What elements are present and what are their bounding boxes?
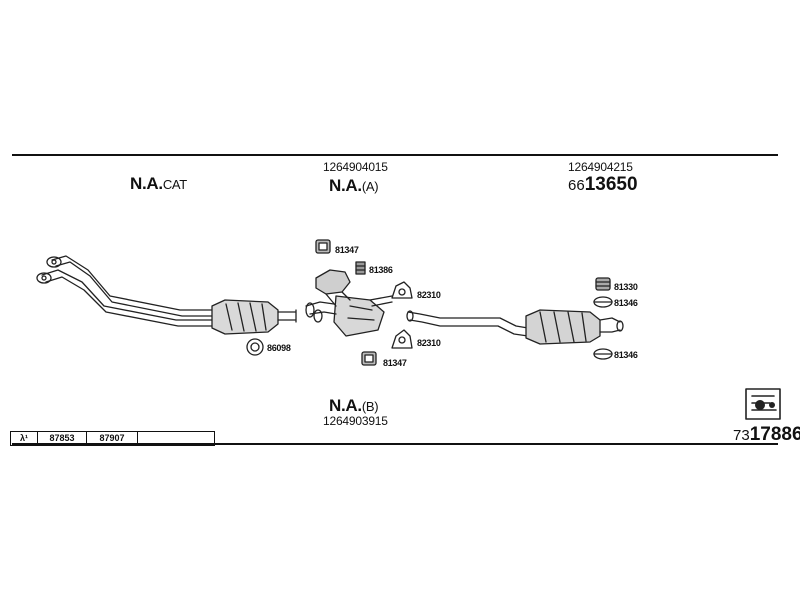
part-label-86098: 86098 — [267, 343, 291, 353]
lambda-cell-1: 87853 — [38, 432, 87, 445]
center-code: 1264904015 — [323, 160, 388, 174]
part-label-81347-bottom: 81347 — [383, 358, 407, 368]
gasket-86098 — [246, 338, 264, 356]
part-label-81330: 81330 — [614, 282, 638, 292]
clamp-81347-bottom — [361, 351, 377, 366]
clamp-81346-bottom — [593, 348, 613, 360]
part-label-81346-bottom: 81346 — [614, 350, 638, 360]
center-title: N.A.(A) — [329, 176, 379, 195]
catalytic-converter — [211, 299, 297, 335]
rubber-mount-81330 — [595, 277, 611, 291]
hanger-81386 — [355, 261, 366, 275]
part-label-82310-top: 82310 — [417, 290, 441, 300]
bracket-82310-bottom — [391, 329, 413, 349]
part-label-81346-top: 81346 — [614, 298, 638, 308]
part-label-82310-bottom: 82310 — [417, 338, 441, 348]
right-code: 1264904215 — [568, 160, 633, 174]
clamp-81347-top — [315, 239, 331, 254]
bottom-rule — [12, 443, 778, 445]
part-label-81386: 81386 — [369, 265, 393, 275]
left-title: N.A.CAT — [130, 174, 187, 193]
top-rule — [12, 154, 778, 156]
rear-silencer — [525, 309, 624, 345]
parts-catalog-logo-icon — [745, 388, 781, 420]
lambda-cell-2: 87907 — [87, 432, 138, 445]
lambda-sensor-table: λ¹ 87853 87907 — [10, 431, 215, 446]
footer-ref: 7317886 — [733, 424, 800, 445]
bottom-code: 1264903915 — [323, 414, 388, 428]
middle-silencer — [305, 269, 393, 337]
right-ref: 6613650 — [568, 174, 638, 195]
bracket-82310-top — [391, 281, 413, 299]
rear-pipe — [406, 310, 529, 337]
front-pipe-assembly — [36, 255, 213, 327]
part-label-81347-top: 81347 — [335, 245, 359, 255]
lambda-symbol: λ¹ — [11, 432, 38, 445]
clamp-81346-top — [593, 296, 613, 308]
bottom-title: N.A.(B) — [329, 396, 379, 415]
